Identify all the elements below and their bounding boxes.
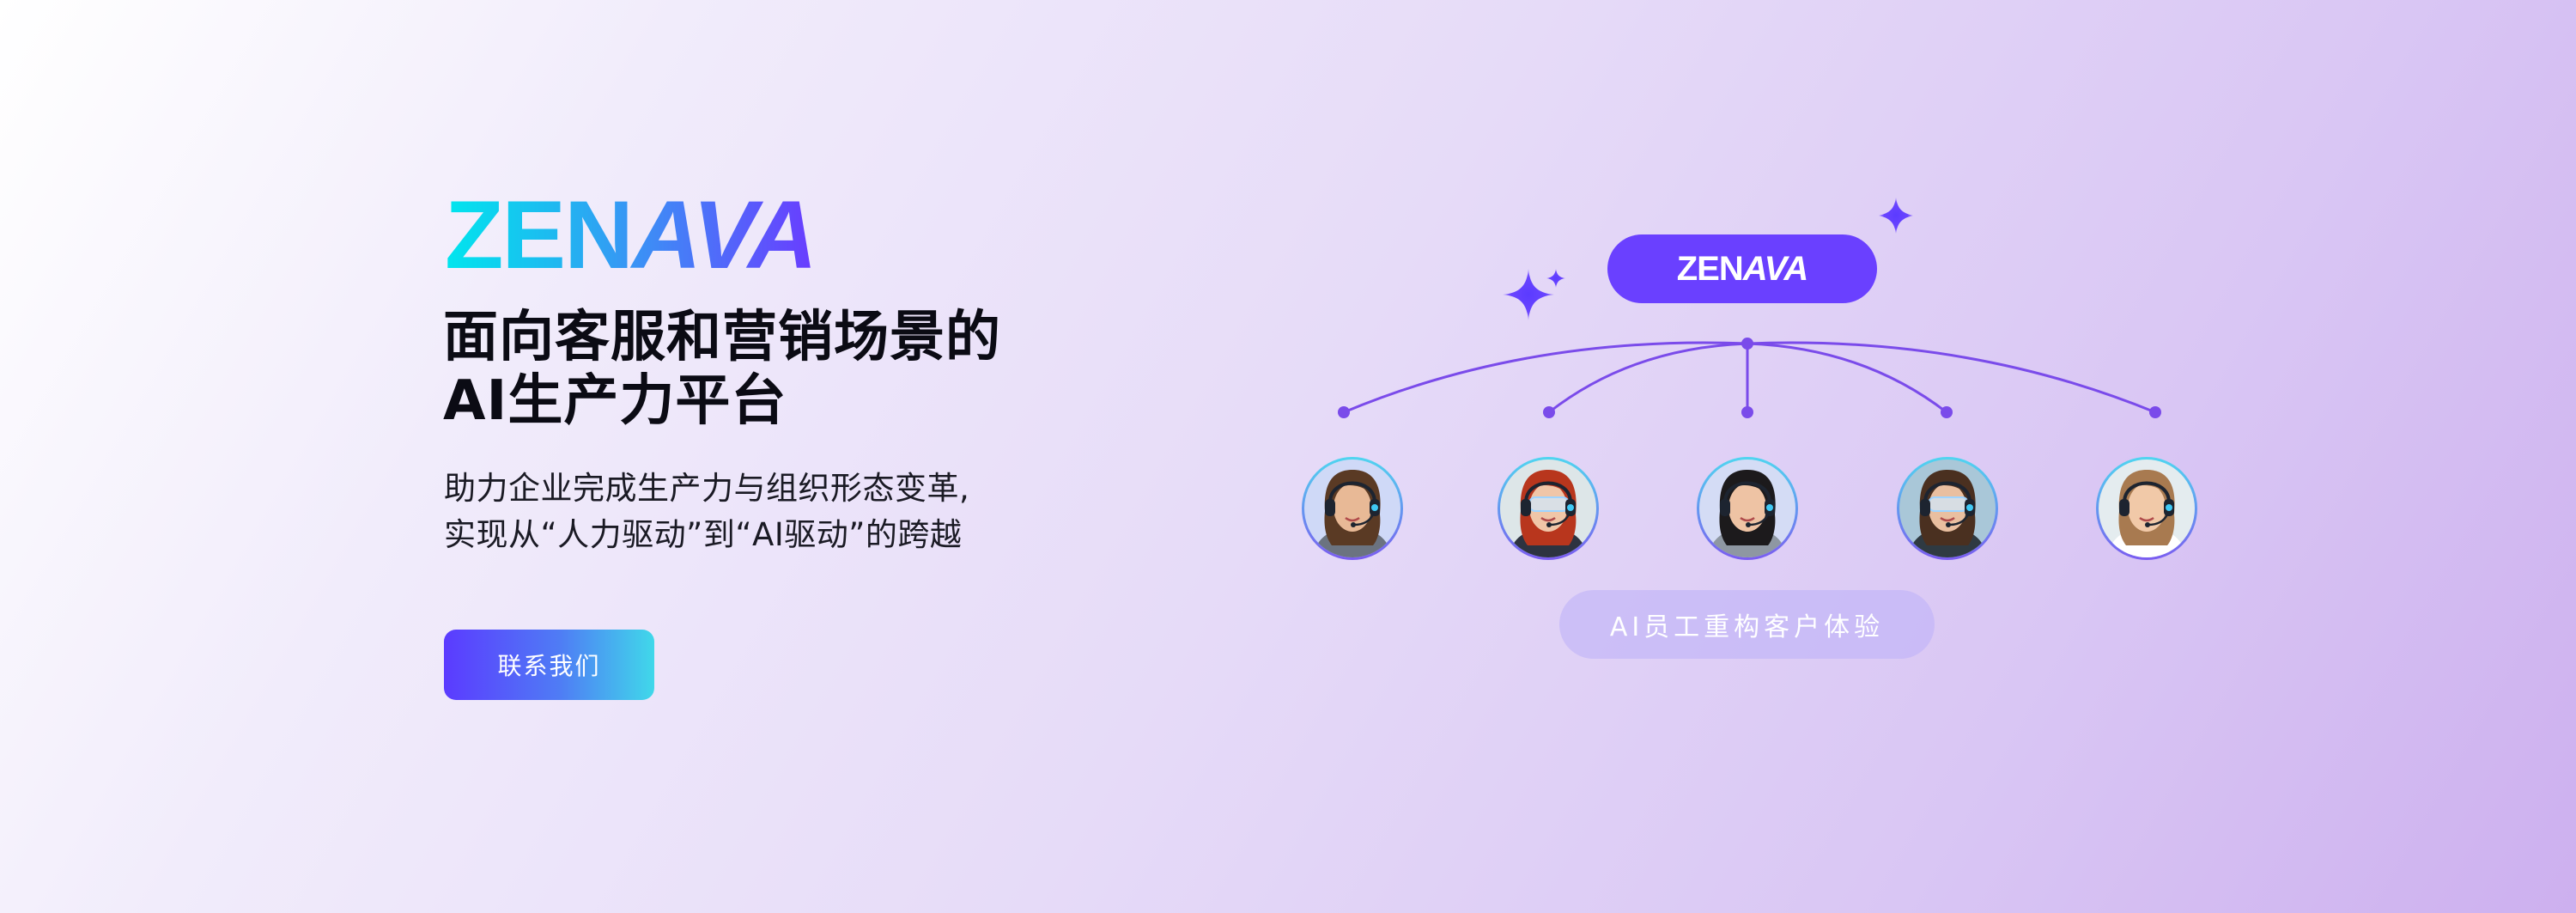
leaf-node-dot-4 bbox=[1941, 406, 1953, 418]
headline-line-2: AI生产力平台 bbox=[443, 369, 787, 433]
sparkle-top-right-icon bbox=[1879, 198, 1913, 234]
connector-line-2 bbox=[1548, 342, 1748, 414]
subtitle-line-1: 助力企业完成生产力与组织形态变革, bbox=[444, 470, 970, 507]
brand-pill-zen: ZEN bbox=[1676, 249, 1744, 288]
leaf-node-dot-2 bbox=[1543, 406, 1555, 418]
person-headset-icon bbox=[1908, 470, 1987, 557]
headline-line-1: 面向客服和营销场景的 bbox=[443, 306, 1001, 369]
contact-us-button[interactable]: 联系我们 bbox=[444, 630, 654, 700]
person-headset-icon bbox=[1708, 470, 1787, 557]
tagline-pill: AI员工重构客户体验 bbox=[1559, 590, 1935, 659]
brand-pill-ava: AVA bbox=[1742, 249, 1809, 288]
leaf-node-dot-5 bbox=[2149, 406, 2161, 418]
agent-avatar-1 bbox=[1302, 457, 1403, 560]
agent-avatar-3 bbox=[1697, 457, 1798, 560]
subtitle-line-2: 实现从“人力驱动”到“AI驱动”的跨越 bbox=[444, 516, 963, 553]
sparkle-large-icon bbox=[1503, 269, 1554, 320]
connector-line-5 bbox=[1747, 341, 2156, 414]
leaf-node-dot-1 bbox=[1338, 406, 1350, 418]
agent-avatar-2 bbox=[1498, 457, 1599, 560]
leaf-node-dot-3 bbox=[1741, 406, 1753, 418]
person-headset-icon bbox=[1509, 470, 1588, 557]
page-subtitle: 助力企业完成生产力与组织形态变革, 实现从“人力驱动”到“AI驱动”的跨越 bbox=[444, 466, 1131, 558]
connector-line-1 bbox=[1343, 341, 1748, 414]
agent-avatar-5 bbox=[2096, 457, 2197, 560]
connector-line-4 bbox=[1747, 342, 1947, 414]
agent-avatar-4 bbox=[1897, 457, 1998, 560]
sparkle-small-icon bbox=[1546, 269, 1565, 288]
page-headline: 面向客服和营销场景的 AI生产力平台 bbox=[443, 306, 1096, 433]
person-headset-icon bbox=[2107, 470, 2186, 557]
person-headset-icon bbox=[1313, 470, 1392, 557]
connector-lines bbox=[1343, 341, 2156, 414]
hub-node-dot bbox=[1741, 338, 1753, 350]
